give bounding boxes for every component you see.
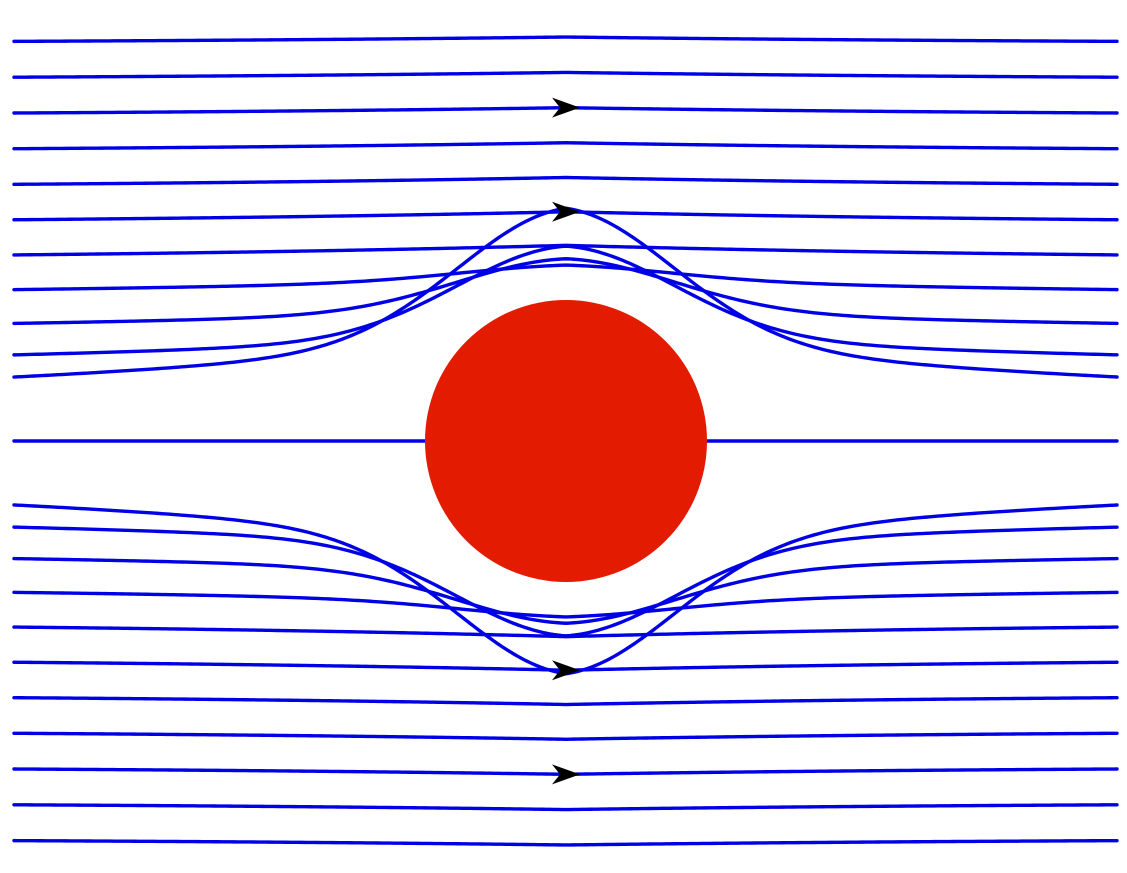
cylinder-obstacle [425, 300, 707, 582]
